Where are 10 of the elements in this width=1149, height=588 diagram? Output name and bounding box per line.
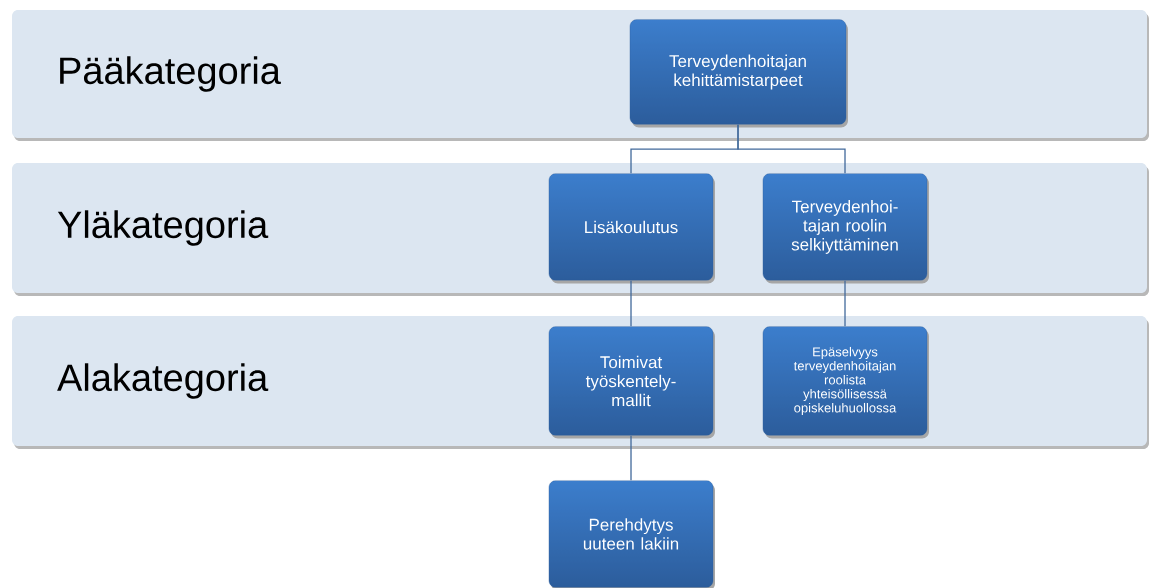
category-box: Lisäkoulutus [548,173,715,284]
connector-line [630,280,632,327]
connector-line [630,435,632,481]
category-box: Epäselvyys terveydenhoitajan roolista yhteisöllisessä opiskeluhuollossa [762,326,929,439]
connector-line [737,124,846,174]
category-box: Toimivat työskentely- mallit [548,326,715,439]
category-box: Terveydenhoitajan kehittämistarpeet [629,19,848,128]
category-box: Terveydenhoi- tajan roolin selkiyttäminen [762,173,929,284]
connector-line [844,280,846,327]
category-box: Perehdytys uuteen lakiin [548,480,715,588]
